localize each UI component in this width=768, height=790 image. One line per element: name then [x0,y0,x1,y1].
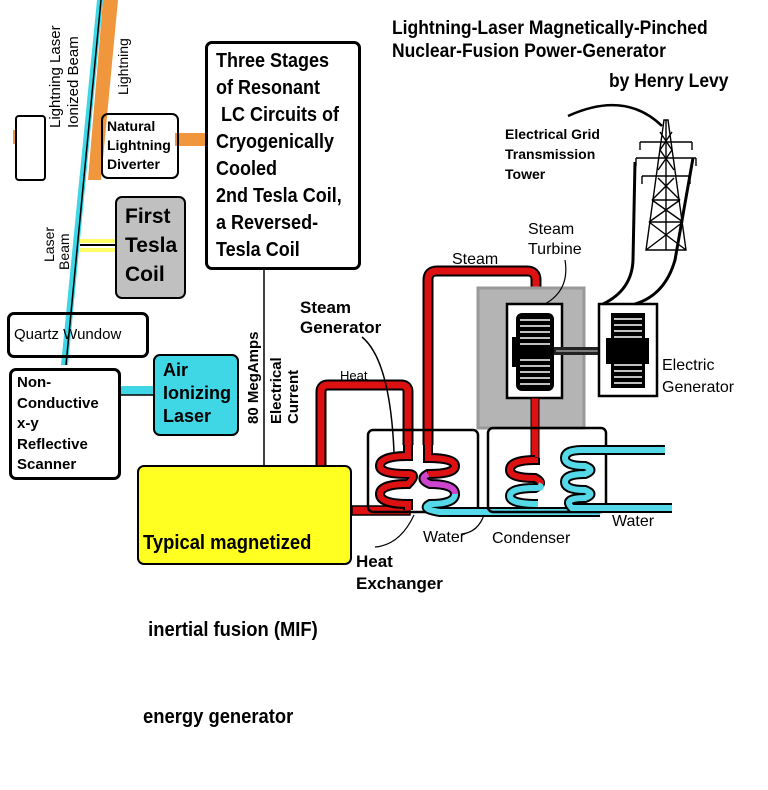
lightning-laser-label-2: Ionized Beam [65,36,82,128]
diverter-line-1: Natural [107,118,156,134]
steam-generator-label-1: Steam [300,298,352,317]
first-tesla-line-3: Coil [125,263,165,286]
stages-line-3: LC Circuits of [216,104,340,126]
steam-turbine-label-1: Steam [528,221,575,238]
stages-line-1: Three Stages [216,50,330,72]
mif-line-1: Typical magnetized [143,532,312,554]
laser-beam-edge [65,0,102,366]
tesla-yellow-wire-2 [80,248,116,252]
stages-line-4: Cryogenically [216,131,335,153]
exchanger-coil-cyan [423,493,600,515]
condenser-coil-cyan [506,482,544,507]
steam-turbine-label-2: Turbine [528,241,582,258]
electric-generator-label-1: Electric [662,357,715,374]
first-tesla-line-2: Tesla [125,234,178,257]
water-right-label: Water [612,513,655,530]
lightning-left-stub [13,130,16,144]
mif-line-2: inertial fusion (MIF) [143,619,318,641]
laser-line-1: Air [163,360,189,380]
grid-label-2: Transmission [505,146,596,162]
stages-line-2: of Resonant [216,77,321,99]
diverter-line-3: Diverter [107,156,160,172]
stages-line-8: Tesla Coil [216,239,300,261]
lightning-label: Lightning [115,38,131,95]
mif-line-3: energy generator [143,706,294,728]
heat-pipe-fill [317,381,412,470]
turbine-rotor [512,313,554,391]
laser-line-3: Laser [163,406,212,426]
heat-exchanger-pointer [374,514,415,548]
transmission-tower-icon [635,119,697,251]
megamps-label: 80 MegAmps [245,331,262,424]
laser-beam-label-2: Beam [56,233,72,270]
steam-pipe-fill [424,267,540,445]
stages-line-5: Cooled [216,158,278,180]
condenser-coil-red [506,457,544,488]
stages-line-6: 2nd Tesla Coil, [216,185,342,207]
diagram-graphics [13,0,697,548]
water-left-label: Water [423,529,466,546]
mif-text: Typical magnetized inertial fusion (MIF)… [143,471,333,790]
scanner-box: Non- Conductive x-y Reflective Scanner [9,368,121,480]
tesla-stages-text: Three Stages of Resonant LC Circuits of … [216,48,344,264]
title-line-1: Lightning-Laser Magnetically-Pinched [392,18,708,39]
laser-line-2: Ionizing [163,383,231,403]
quartz-window-label: Quartz Wundow [14,326,122,343]
steam-label: Steam [452,251,499,268]
scanner-line-1: Non- [17,374,52,391]
title-line-2: Nuclear-Fusion Power-Generator [392,41,666,62]
water-pointer [461,514,485,535]
empty-box [15,115,46,181]
grid-label-3: Tower [505,166,546,182]
heat-exchanger-label-2: Exchanger [356,574,443,593]
tesla-yellow-wire-1 [80,239,116,243]
exchanger-coil-left-fill [376,445,416,510]
electrical-current-label-2: Current [285,369,302,424]
heat-exchanger-box [366,428,480,514]
lightning-diverter-box: Natural Lightning Diverter [101,113,179,179]
air-ionizing-laser-box: Air Ionizing Laser [153,354,239,436]
laser-beam-label-1: Laser [41,226,57,262]
heat-label: Heat [340,368,368,383]
mif-generator-box: Typical magnetized inertial fusion (MIF)… [137,465,352,728]
lightning-diverter-arm [175,133,205,146]
power-line-1 [602,161,637,306]
grid-label-1: Electrical Grid [505,126,600,142]
air-laser-beam [120,386,155,395]
diverter-line-2: Lightning [107,137,171,153]
quartz-window-box: Quartz Wundow [7,312,149,358]
stages-line-7: a Reversed- [216,212,319,234]
steam-generator-label-2: Generator [300,318,382,337]
lightning-laser-label-1: Lightning Laser [47,25,64,128]
condenser-label: Condenser [492,530,571,547]
first-tesla-coil-box: First Tesla Coil [115,196,186,299]
power-line-2 [634,157,695,306]
heat-return-pipe [351,505,411,516]
lightning-bolt-path [88,0,118,180]
first-tesla-line-1: First [125,205,171,228]
scanner-line-2: Conductive [17,394,99,412]
steam-generator-pointer [361,336,395,453]
steam-turbine-pointer [544,259,567,305]
scanner-line-3: x-y [17,415,39,432]
heat-exchanger-label-1: Heat [356,552,393,571]
tesla-stages-box: Three Stages of Resonant LC Circuits of … [205,41,361,270]
scanner-line-5: Scanner [17,456,77,473]
electrical-current-label-1: Electrical [268,357,285,424]
author: by Henry Levy [609,71,729,92]
exchanger-coil-magenta [420,471,458,495]
condenser-cooling-coil-fill [561,447,672,511]
condenser-box [486,426,608,514]
generator-rotor [606,313,649,388]
electric-generator-label-2: Generator [662,379,735,396]
scanner-line-4: Reflective [17,435,88,453]
exchanger-coil-red [425,445,459,477]
power-line-top [567,103,663,127]
